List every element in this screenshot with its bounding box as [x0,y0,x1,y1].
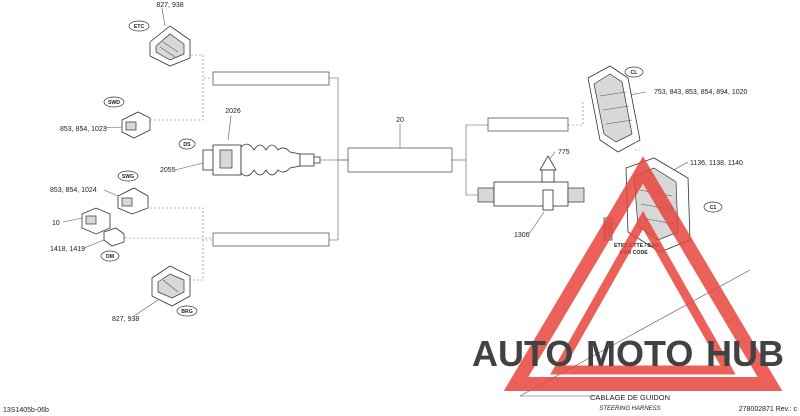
main-harness-box [347,147,453,173]
cl-branch-box [487,117,569,132]
label-etiquette: ETIQUETTE / BAG [614,243,659,249]
title-english: STEERING HARNESS [599,406,660,412]
watermark-triangle [503,156,783,391]
callout-etc-parts: 827, 938 [156,2,183,9]
tag-brg-text: BRG [181,309,193,315]
callout-cl-parts: 753, 843, 853, 854, 894, 1020 [654,89,748,96]
tag-swd [103,96,125,108]
brg-connector [151,265,191,307]
label-bar-code: BAR CODE [620,250,648,256]
tag-swg [117,170,139,182]
ds-sensor [202,143,321,177]
tag-swd-text: SWD [108,100,120,106]
tag-swg-text: SWG [122,174,134,180]
callout-harness-part: 20 [396,117,404,124]
etc-connector [149,25,191,67]
callout-swg-parts: 853, 854, 1024 [50,187,97,194]
callout-swd-parts: 853, 854, 1023 [60,126,107,133]
footer-right-code: 278002871 Rev.: c [739,406,798,413]
watermark-text-moto: MOTO [586,333,693,374]
callout-clip-part: 775 [558,149,570,156]
footer-left-code: 13S1405b-06b [3,407,49,414]
watermark-text-hub: HUB [706,333,784,374]
callout-strap-part: 1306 [514,232,530,239]
tag-dm-text: DM [106,254,114,260]
callout-dm-part-b: 1418, 1419 [50,246,85,253]
title-french: CABLAGE DE GUIDON [590,393,670,402]
tag-ds [178,138,196,150]
tag-cl-text: CL [631,70,639,76]
tag-dm [100,250,120,262]
watermark-triangle-inner [550,210,736,375]
tag-brg [176,305,198,317]
cl-connector [587,65,641,153]
swg-connector [117,187,149,215]
tag-cl [624,66,644,78]
tag-etc [128,20,150,32]
swd-connector [121,111,151,139]
callout-ds-part: 2026 [225,108,241,115]
callout-dm-part-a: 10 [52,220,60,227]
watermark-text-auto: AUTO [472,333,573,374]
tag-c1-text: C1 [710,205,717,211]
harness-clip [477,155,585,211]
upper-branch-box [212,71,330,86]
callout-ds-part2: 2055 [160,167,176,174]
lower-branch-box [212,232,330,247]
tag-etc-text: ETC [134,24,145,30]
callout-c1-parts: 1136, 1138, 1140 [690,160,743,167]
tag-ds-text: DS [183,142,191,148]
tag-c1 [703,201,723,213]
watermark-logo: AUTO MOTO HUB [472,156,784,391]
dm-connector [81,207,125,247]
callout-brg-parts: 827, 938 [112,316,139,323]
